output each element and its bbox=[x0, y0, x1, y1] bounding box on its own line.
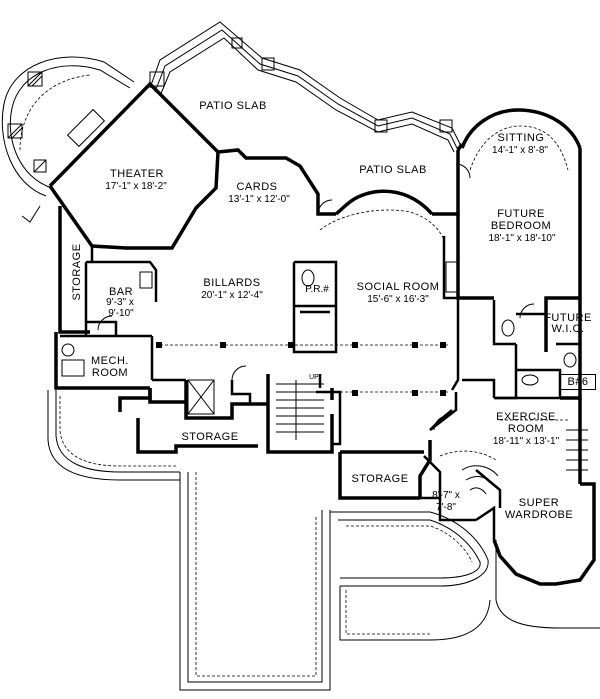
cards-dims: 13'-1" x 12'-0" bbox=[228, 194, 290, 205]
future-bedroom-label-line2: BEDROOM bbox=[490, 220, 552, 232]
interior-walls bbox=[60, 236, 580, 540]
mech-room-label-line1: MECH. bbox=[91, 355, 129, 367]
stair-up-tag: UP bbox=[309, 374, 319, 381]
patio-slab-label-middle: PATIO SLAB bbox=[359, 164, 427, 176]
social-room-dims: 15'-6" x 16'-3" bbox=[367, 294, 429, 305]
exercise-room-label-line2: ROOM bbox=[507, 423, 545, 435]
storage-left-label: STORAGE bbox=[71, 243, 83, 301]
future-wic-label-line1: FUTURE bbox=[544, 312, 592, 324]
sitting-label: SITTING bbox=[497, 132, 545, 144]
powder-room-label: P.R.# bbox=[305, 284, 329, 295]
social-room-label: SOCIAL ROOM bbox=[356, 281, 440, 293]
sitting-dims: 14'-1" x 8'-8" bbox=[492, 145, 548, 156]
beam-markers bbox=[156, 342, 446, 396]
closet-dims-line1: 8'-7" x bbox=[432, 490, 460, 501]
storage-stair-label: STORAGE bbox=[181, 431, 239, 443]
dashed-details bbox=[19, 74, 570, 677]
exercise-room-label-line1: EXERCISE bbox=[496, 411, 556, 423]
bar-dims-line1: 9'-3" x bbox=[106, 297, 134, 308]
exercise-room-dims: 18'-11" x 13'-1" bbox=[492, 436, 560, 447]
cards-label: CARDS bbox=[236, 181, 278, 193]
theater-label: THEATER bbox=[109, 168, 165, 180]
storage-center-label: STORAGE bbox=[351, 473, 409, 485]
bar-label: BAR bbox=[108, 286, 134, 298]
billards-dims: 20'-1" x 12'-4" bbox=[201, 290, 263, 301]
billards-label: BILLARDS bbox=[203, 277, 261, 289]
future-bedroom-label-line1: FUTURE bbox=[497, 208, 545, 220]
columns bbox=[7, 37, 453, 173]
fixtures bbox=[61, 108, 577, 431]
stair-treads bbox=[276, 380, 588, 495]
bath6-label: B#6 bbox=[560, 374, 596, 390]
future-wic-label-line2: W.I.C. bbox=[551, 323, 585, 335]
super-wardrobe-label-line1: SUPER bbox=[518, 497, 560, 509]
closet-dims-line2: 7'-8" bbox=[436, 502, 456, 513]
mech-room-label-line2: ROOM bbox=[91, 367, 129, 379]
super-wardrobe-label-line2: WARDROBE bbox=[504, 509, 574, 521]
patio-slab-label-top: PATIO SLAB bbox=[199, 100, 267, 112]
theater-dims: 17'-1" x 18'-2" bbox=[105, 181, 167, 192]
exterior-walls bbox=[48, 81, 596, 586]
future-bedroom-dims: 18'-1" x 18'-10" bbox=[488, 233, 556, 244]
bar-dims-line2: 9'-10" bbox=[108, 308, 134, 319]
